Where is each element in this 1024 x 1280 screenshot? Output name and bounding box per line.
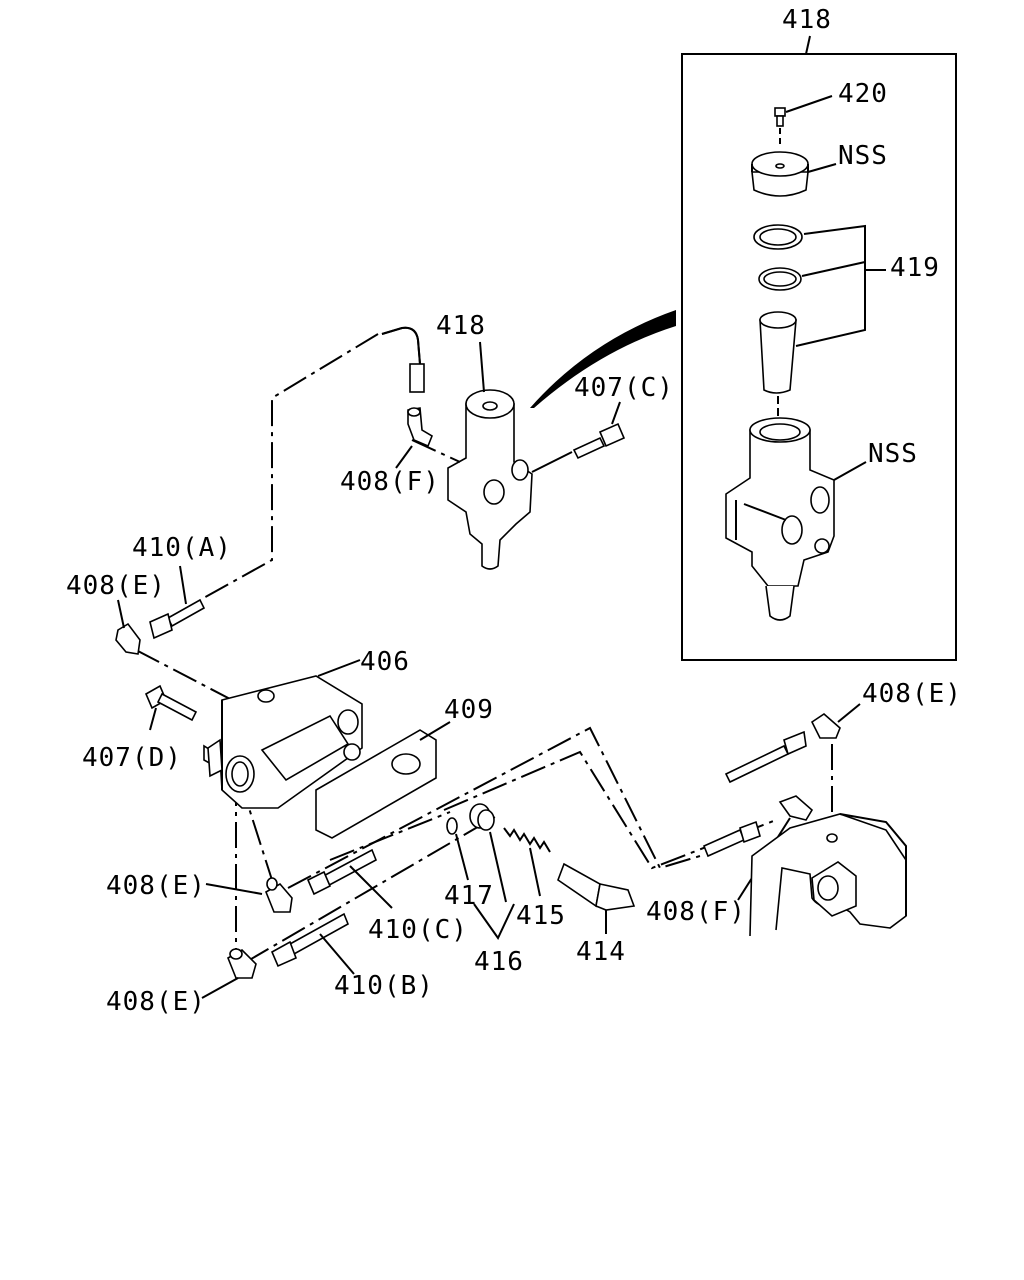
label-408e-left: 408(E) xyxy=(66,571,166,601)
part-408f-fitting-top xyxy=(395,407,433,469)
nss-body xyxy=(725,417,867,621)
detail-pointer xyxy=(530,310,676,408)
part-408e-mid-fitting xyxy=(205,877,293,913)
label-417: 417 xyxy=(444,881,494,911)
part-415-spring xyxy=(503,827,551,897)
label-408f-right: 408(F) xyxy=(646,897,746,927)
label-nss-body: NSS xyxy=(868,439,918,469)
label-419: 419 xyxy=(890,253,940,283)
label-408e-right: 408(E) xyxy=(862,679,962,709)
label-407c: 407(C) xyxy=(574,373,674,403)
label-410a: 410(A) xyxy=(132,533,232,563)
part-416-valve xyxy=(469,803,515,940)
label-nss-cap: NSS xyxy=(838,141,888,171)
part-417-ring xyxy=(446,817,469,881)
label-406: 406 xyxy=(360,647,410,677)
part-414-pin xyxy=(557,862,636,934)
detail-box xyxy=(681,35,957,661)
label-420: 420 xyxy=(838,79,888,109)
label-408e-mid: 408(E) xyxy=(106,871,206,901)
part-410c-pipe xyxy=(306,848,393,909)
part-407c-bolt xyxy=(572,401,626,460)
part-409-gasket xyxy=(315,721,451,839)
label-410c: 410(C) xyxy=(368,915,468,945)
label-408e-bottom: 408(E) xyxy=(106,987,206,1017)
part-408e-bottom-fitting xyxy=(201,948,257,999)
label-416: 416 xyxy=(474,947,524,977)
part-408e-left-fitting xyxy=(115,599,141,655)
upper-pipe xyxy=(381,326,425,393)
part-410a-pipe xyxy=(149,565,206,640)
part-419-set xyxy=(753,224,886,394)
part-407d-bolt xyxy=(144,684,198,731)
callout-labels: 418 420 NSS 419 NSS 418 407(C) 408(F) 41… xyxy=(66,5,962,1017)
label-414: 414 xyxy=(576,937,626,967)
part-408e-right-fitting xyxy=(724,703,861,784)
label-415: 415 xyxy=(516,901,566,931)
part-418-assembly xyxy=(447,341,573,570)
label-407d: 407(D) xyxy=(82,743,182,773)
nss-cap xyxy=(751,151,837,197)
label-418-top: 418 xyxy=(782,5,832,35)
label-418: 418 xyxy=(436,311,486,341)
part-410b-pipe xyxy=(270,912,355,975)
part-420-screw xyxy=(774,95,833,127)
part-406-body xyxy=(203,659,363,809)
label-409: 409 xyxy=(444,695,494,725)
label-410b: 410(B) xyxy=(334,971,434,1001)
label-408f-top: 408(F) xyxy=(340,467,440,497)
housing-block xyxy=(749,813,907,937)
